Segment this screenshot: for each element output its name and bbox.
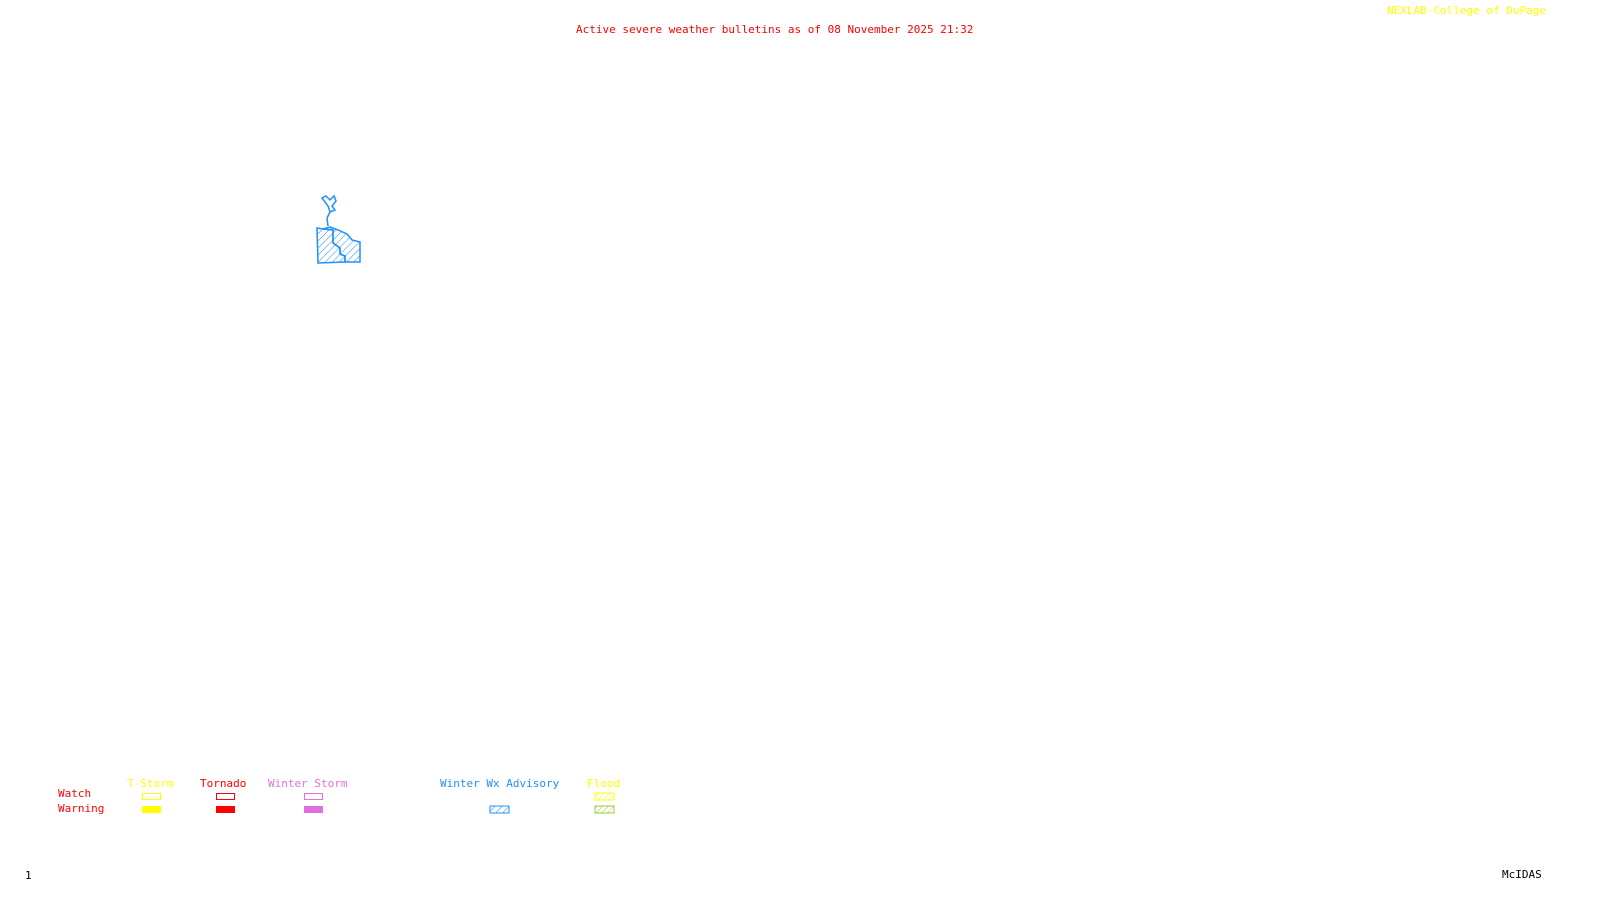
tornado-warning-swatch (216, 806, 235, 813)
winter-wx-advisory-warning-swatch (489, 805, 510, 814)
legend-tornado-label: Tornado (200, 777, 247, 790)
legend-winter-wx-advisory-label: Winter Wx Advisory (440, 777, 560, 790)
legend-winter-storm-label: Winter Storm (268, 777, 348, 790)
winter-storm-warning-swatch (304, 806, 323, 813)
software-label: McIDAS (1502, 868, 1542, 881)
flood-warning-swatch (594, 805, 615, 814)
legend-flood-label: Flood (587, 777, 621, 790)
winter-storm-watch-swatch (304, 793, 323, 800)
tstorm-warning-swatch (142, 806, 161, 813)
tornado-watch-swatch (216, 793, 235, 800)
credit-label: NEXLAB-College of DuPage (1387, 4, 1546, 17)
winter-wx-advisory-area (316, 194, 361, 264)
flood-watch-swatch (594, 792, 615, 801)
tstorm-watch-swatch (142, 793, 161, 800)
page-title: Active severe weather bulletins as of 08… (576, 23, 974, 36)
legend-watch-label: Watch (58, 787, 92, 800)
legend-tstorm-label: T-Storm (127, 777, 174, 790)
legend-warning-label: Warning (58, 802, 105, 815)
frame-number: 1 (25, 869, 32, 882)
